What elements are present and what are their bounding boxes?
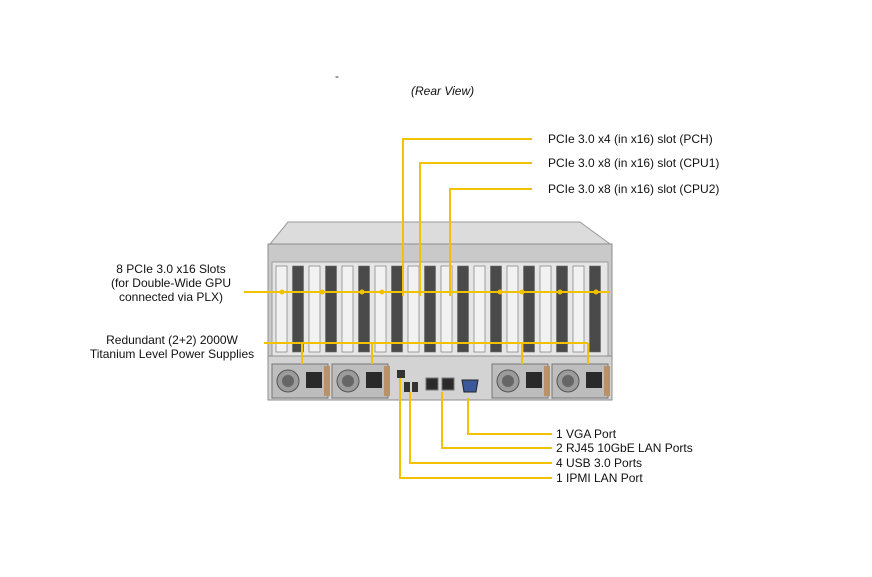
power-supply-2 bbox=[331, 363, 390, 399]
leader-slot-cpu1 bbox=[419, 162, 532, 296]
rj45-port-2 bbox=[441, 377, 455, 391]
slot-cover bbox=[275, 265, 288, 353]
slot-cover bbox=[325, 265, 337, 353]
slot-cover bbox=[374, 265, 387, 353]
slot-pch-label: PCIe 3.0 x4 (in x16) slot (PCH) bbox=[548, 132, 713, 146]
slot-cover bbox=[391, 265, 403, 353]
slot-cover bbox=[424, 265, 436, 353]
gpu-slots-label: 8 PCIe 3.0 x16 Slots (for Double-Wide GP… bbox=[96, 262, 246, 304]
slot-cover bbox=[473, 265, 486, 353]
power-supply-3 bbox=[491, 363, 550, 399]
gpu-slots-line-3: connected via PLX) bbox=[118, 290, 224, 304]
stray-dash: - bbox=[335, 69, 339, 83]
slot-cpu1-label: PCIe 3.0 x8 (in x16) slot (CPU1) bbox=[548, 156, 720, 170]
rear-view-caption: (Rear View) bbox=[411, 84, 475, 98]
leader-dots bbox=[279, 289, 599, 295]
power-supply-4 bbox=[551, 363, 610, 399]
server-chassis bbox=[267, 221, 613, 401]
leader-ipmi bbox=[399, 378, 552, 479]
slot-covers bbox=[275, 265, 601, 353]
slot-cover bbox=[572, 265, 585, 353]
slot-cover bbox=[308, 265, 321, 353]
leader-vga bbox=[467, 398, 552, 435]
slot-cover bbox=[341, 265, 354, 353]
usb-ports-label: 4 USB 3.0 Ports bbox=[556, 456, 643, 470]
slot-cover bbox=[292, 265, 304, 353]
vga-port-label: 1 VGA Port bbox=[556, 427, 617, 441]
slot-cover bbox=[589, 265, 601, 353]
slot-cover bbox=[556, 265, 568, 353]
psu-line-2: Titanium Level Power Supplies bbox=[89, 347, 255, 361]
ipmi-lan-port bbox=[397, 370, 405, 378]
slot-cover bbox=[523, 265, 535, 353]
leader-lan bbox=[441, 392, 552, 449]
slot-cover bbox=[457, 265, 469, 353]
leader-slot-pch bbox=[402, 138, 532, 296]
slot-cover bbox=[407, 265, 420, 353]
usb-port-icon bbox=[412, 382, 418, 392]
slot-cover bbox=[358, 265, 370, 353]
slot-cover bbox=[506, 265, 519, 353]
leader-usb bbox=[409, 392, 552, 464]
power-supplies-label: Redundant (2+2) 2000W Titanium Level Pow… bbox=[80, 333, 264, 361]
usb-port-icon bbox=[404, 382, 410, 392]
gpu-slots-line-1: 8 PCIe 3.0 x16 Slots bbox=[116, 262, 226, 276]
leader-lines bbox=[244, 138, 610, 479]
slot-cover bbox=[490, 265, 502, 353]
ipmi-port-label: 1 IPMI LAN Port bbox=[556, 471, 643, 485]
vga-port bbox=[461, 379, 479, 393]
slot-cover bbox=[539, 265, 552, 353]
psu-line-1: Redundant (2+2) 2000W bbox=[106, 333, 238, 347]
leader-slot-cpu2 bbox=[449, 188, 532, 296]
rj45-port-1 bbox=[425, 377, 439, 391]
slot-cpu2-label: PCIe 3.0 x8 (in x16) slot (CPU2) bbox=[548, 182, 720, 196]
gpu-slots-line-2: (for Double-Wide GPU bbox=[110, 276, 232, 290]
lan-ports-label: 2 RJ45 10GbE LAN Ports bbox=[556, 441, 693, 455]
power-supply-1 bbox=[271, 363, 330, 399]
psu-leader-drops bbox=[301, 343, 589, 364]
slot-cover bbox=[440, 265, 453, 353]
